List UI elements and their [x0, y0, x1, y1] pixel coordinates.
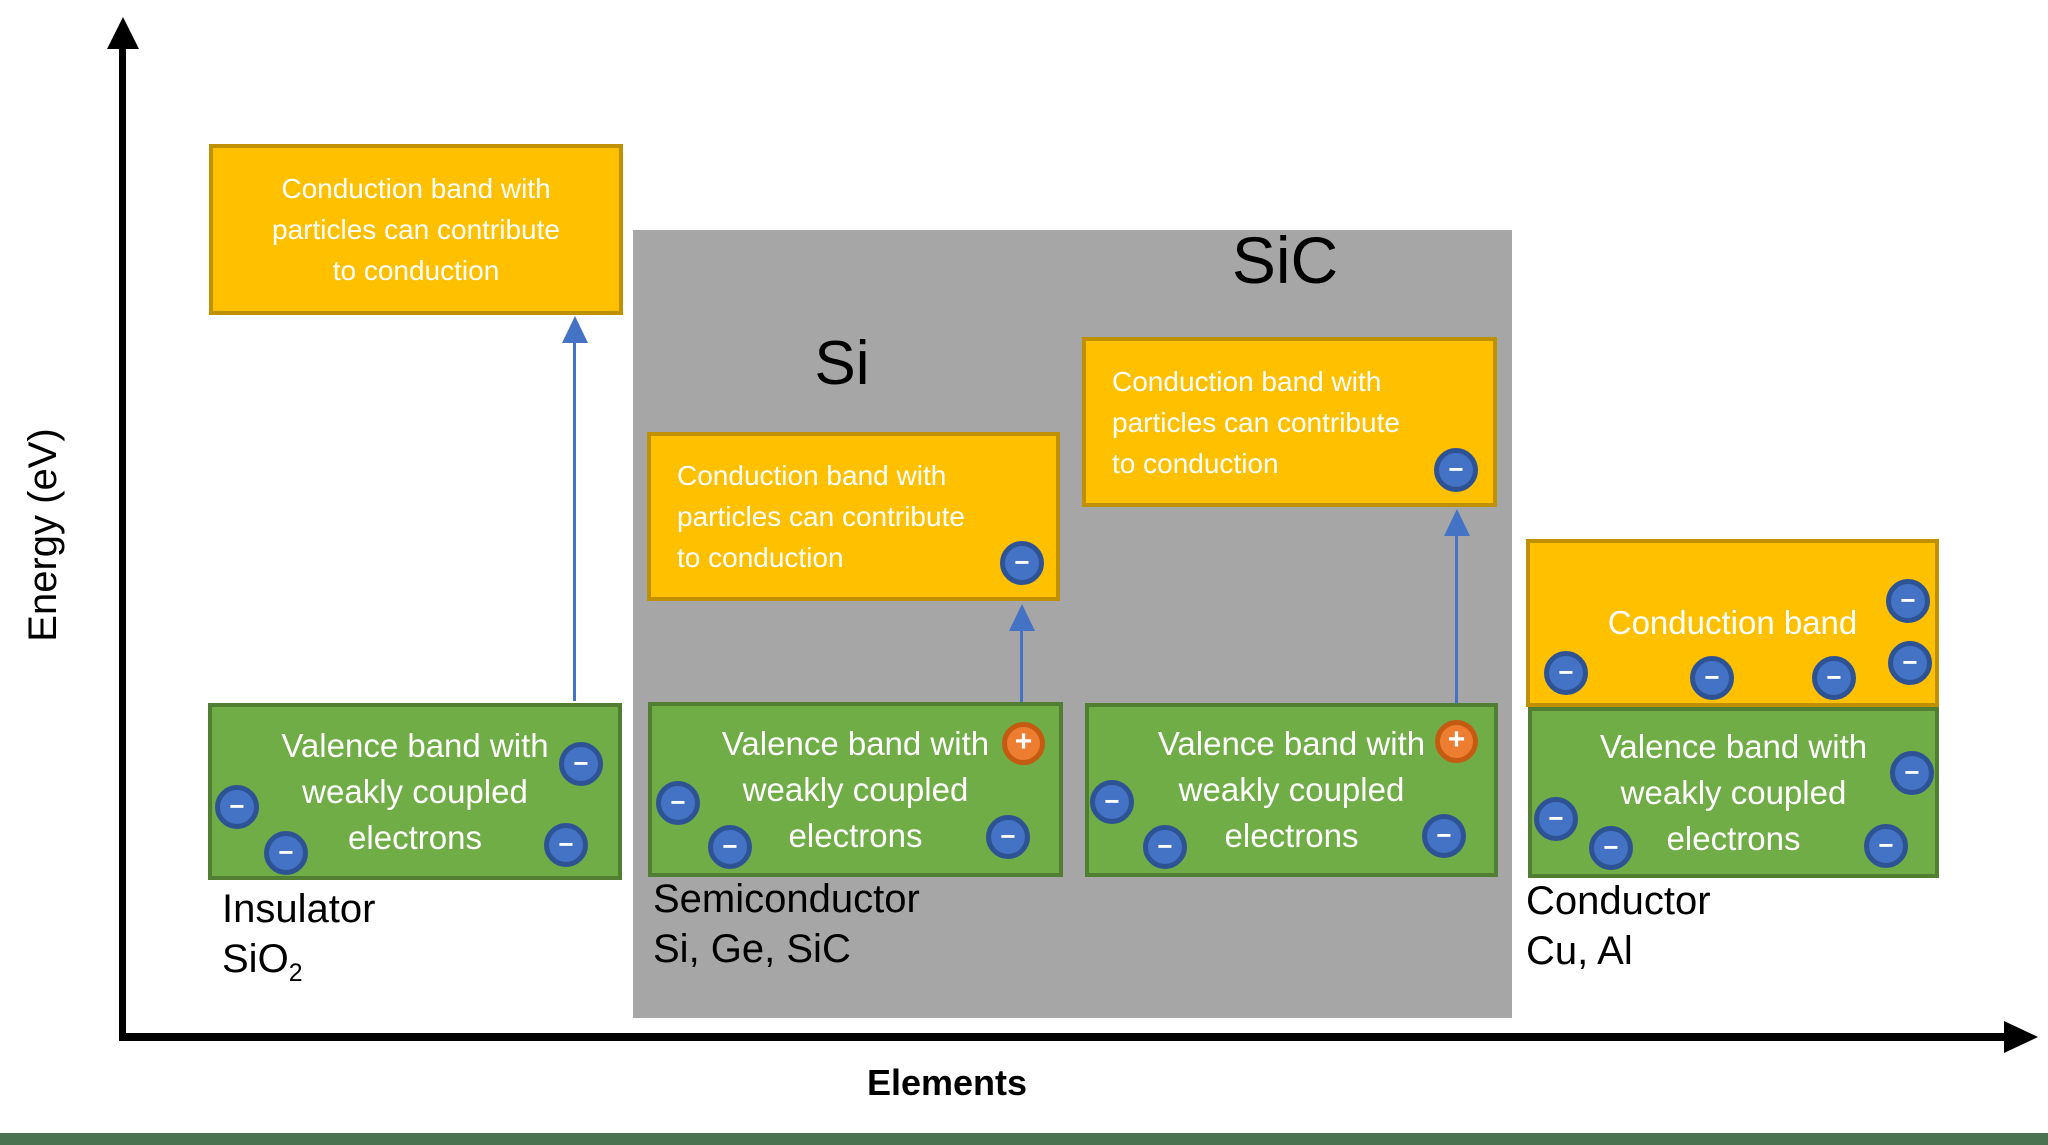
semiconductor-label-block: Semiconductor Si, Ge, SiC — [653, 874, 920, 974]
band-text-line: weakly coupled — [302, 772, 528, 810]
insulator-bandgap-arrow-line — [573, 341, 576, 701]
electron-icon: − — [986, 815, 1030, 859]
si-bandgap-arrow-head — [1009, 604, 1035, 631]
band-text-line: weakly coupled — [1178, 771, 1405, 808]
band-text-line: electrons — [1224, 817, 1359, 854]
elements-axis-label: Elements — [866, 1062, 1028, 1103]
insulator-valence-band-box: Valence band with weakly coupled electro… — [208, 703, 622, 880]
y-axis-arrow-up-icon — [107, 17, 139, 49]
electron-icon: − — [1090, 780, 1134, 824]
insulator-label-block: Insulator SiO2 — [222, 884, 375, 999]
y-axis-line — [119, 46, 126, 1041]
semiconductor-label: Semiconductor — [653, 877, 920, 921]
insulator-label: Insulator — [222, 887, 376, 931]
si-bandgap-arrow-line — [1020, 629, 1023, 702]
band-text-line: Valence band with — [1157, 725, 1426, 762]
electron-icon: − — [1890, 751, 1934, 795]
band-text-line: to conduction — [677, 542, 844, 573]
band-text-line: electrons — [348, 818, 482, 856]
sic-bandgap-arrow-head — [1444, 509, 1470, 536]
band-text-line: particles can contribute — [677, 501, 965, 532]
band-text-line: Conduction band with — [677, 460, 947, 491]
electron-icon: − — [1434, 448, 1478, 492]
electron-icon: − — [1589, 826, 1633, 870]
electron-icon: − — [708, 825, 752, 869]
electron-icon: − — [264, 831, 308, 875]
insulator-conduction-band-box: Conduction band with particles can contr… — [209, 144, 623, 315]
energy-axis-label: Energy (eV) — [21, 428, 65, 642]
sic-material-title: SiC — [1231, 223, 1339, 297]
footer-strip — [0, 1133, 2048, 1145]
band-text-line: Valence band with — [281, 726, 549, 764]
band-text-line: Conduction band — [1607, 604, 1858, 641]
electron-icon: − — [1864, 824, 1908, 868]
x-axis-line — [122, 1033, 2008, 1041]
band-text-line: electrons — [788, 816, 923, 854]
electron-icon: − — [1812, 656, 1856, 700]
band-text-line: Conduction band with — [1112, 365, 1382, 397]
electron-icon: − — [1422, 814, 1466, 858]
conductor-label-block: Conductor Cu, Al — [1526, 876, 1711, 976]
band-text-line: Valence band with — [721, 724, 990, 762]
electron-icon: − — [1143, 825, 1187, 869]
conductor-formula: Cu, Al — [1526, 929, 1633, 973]
electron-icon: − — [1886, 579, 1930, 623]
electron-icon: − — [544, 823, 588, 867]
band-text-line: weakly coupled — [1620, 773, 1847, 811]
electron-icon: − — [1888, 641, 1932, 685]
electron-icon: − — [1690, 656, 1734, 700]
semiconductor-formula: Si, Ge, SiC — [653, 927, 851, 971]
band-text-line: weakly coupled — [742, 770, 969, 808]
band-text-line: Conduction band with — [281, 173, 551, 204]
electron-icon: − — [559, 742, 603, 786]
electron-icon: − — [1534, 797, 1578, 841]
si-material-title: Si — [814, 329, 870, 398]
electron-icon: − — [215, 785, 259, 829]
band-text-line: particles can contribute — [272, 214, 560, 245]
hole-icon: + — [1435, 720, 1478, 763]
band-text-line: particles can contribute — [1112, 406, 1400, 438]
electron-icon: − — [656, 781, 700, 825]
si-valence-band-box: Valence band with weakly coupled electro… — [648, 702, 1063, 877]
insulator-formula: SiO2 — [222, 937, 303, 987]
sic-bandgap-arrow-line — [1455, 534, 1458, 703]
hole-icon: + — [1002, 722, 1045, 765]
band-text-line: to conduction — [1112, 447, 1279, 479]
si-conduction-band-box: Conduction band with particles can contr… — [647, 432, 1060, 601]
conductor-label: Conductor — [1526, 879, 1711, 923]
band-text-line: to conduction — [332, 255, 500, 286]
x-axis-arrow-right-icon — [2004, 1021, 2038, 1053]
insulator-bandgap-arrow-head — [562, 316, 588, 343]
electron-icon: − — [1544, 651, 1588, 695]
band-text-line: electrons — [1666, 819, 1801, 857]
band-text-line: Valence band with — [1599, 727, 1868, 765]
sic-conduction-band-box: Conduction band with particles can contr… — [1082, 337, 1497, 507]
electron-icon: − — [1000, 541, 1044, 585]
